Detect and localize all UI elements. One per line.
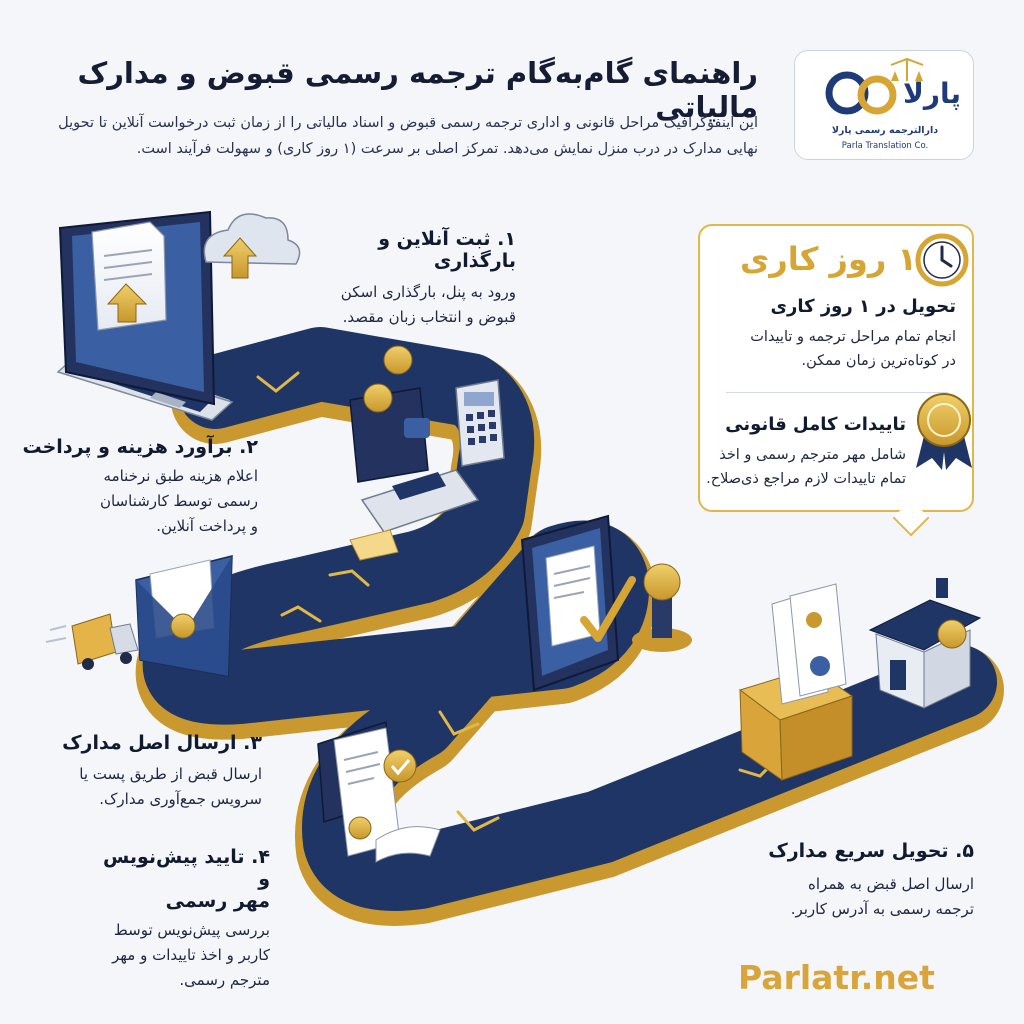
calculator-icon	[455, 379, 505, 467]
step-3-desc-line-1: ارسال قبض از طریق پست یا	[79, 765, 262, 783]
callout-item-2-desc-line-1: شامل مهر مترجم رسمی و اخذ	[719, 447, 906, 463]
laptop-upload-icon	[56, 210, 234, 421]
logo-emblem-icon	[825, 57, 924, 115]
step-5-desc-line-1: ارسال اصل قبض به همراه	[808, 875, 974, 893]
step-4: ۴. تایید پیش‌نویس و مهر رسمی بررسی پیش‌ن…	[96, 846, 270, 993]
step-3: ۳. ارسال اصل مدارک ارسال قبض از طریق پست…	[40, 732, 262, 812]
callout-item-1-title: تحویل در ۱ روز کاری	[770, 296, 956, 317]
certified-badge-icon	[916, 393, 972, 470]
callout-item-2-desc-line-2: تمام تاییدات لازم مراجع ذی‌صلاح.	[706, 471, 906, 487]
callout-item-2-title: تاییدات کامل قانونی	[725, 414, 906, 435]
house-icon	[868, 578, 982, 709]
step-5: ۵. تحویل سریع مدارک ارسال اصل قبض به همر…	[752, 840, 974, 922]
step-4-desc-line-2: کاربر و اخذ تاییدات و مهر	[112, 946, 270, 964]
step-3-title: ۳. ارسال اصل مدارک	[62, 732, 262, 754]
step-1: ۱. ثبت آنلاین و بارگذاری ورود به پنل، با…	[300, 228, 516, 330]
brand-logo: پارلا دارالترجمه رسمی پارلا Parla Transl…	[794, 50, 974, 160]
cloud-upload-icon	[203, 213, 301, 279]
delivery-box-icon	[738, 583, 854, 781]
step-2-desc-line-1: اعلام هزینه طبق نرخنامه	[103, 467, 258, 485]
page-title: راهنمای گام‌به‌گام ترجمه رسمی قبوض و مدا…	[77, 56, 759, 124]
step-4-desc-line-1: بررسی پیش‌نویس توسط	[113, 921, 270, 939]
delivery-truck-icon	[45, 613, 139, 670]
step-5-title: ۵. تحویل سریع مدارک	[768, 840, 974, 862]
wallet-icon	[349, 345, 430, 483]
one-business-day-label: ۱ روز کاری	[740, 240, 917, 278]
signed-document-icon	[317, 720, 441, 863]
step-1-desc-line-2: قبوض و انتخاب زبان مقصد.	[342, 308, 516, 326]
step-4-title-line-2: مهر رسمی	[165, 890, 270, 912]
logo-english-name: Parla Translation Co.	[841, 141, 929, 151]
step-5-desc-line-2: ترجمه رسمی به آدرس کاربر.	[790, 900, 974, 918]
card-reader-icon	[349, 469, 480, 561]
step-4-desc-line-3: مترجم رسمی.	[179, 971, 270, 989]
callout-item-1: تحویل در ۱ روز کاری انجام تمام مراحل ترج…	[716, 296, 956, 373]
official-stamp-icon	[632, 563, 692, 652]
step-2-desc-line-3: و پرداخت آنلاین.	[156, 517, 258, 535]
callout-item-1-desc-line-2: در کوتاه‌ترین زمان ممکن.	[801, 353, 956, 369]
tablet-approval-icon	[520, 514, 636, 692]
envelope-icon	[135, 555, 233, 677]
clock-icon	[915, 233, 969, 287]
step-4-title-line-1: ۴. تایید پیش‌نویس و	[103, 846, 270, 890]
step-2: ۲. برآورد هزینه و پرداخت اعلام هزینه طبق…	[22, 436, 259, 539]
step-1-desc-line-1: ورود به پنل، بارگذاری اسکن	[340, 283, 516, 301]
callout-item-1-desc-line-1: انجام تمام مراحل ترجمه و تاییدات	[750, 329, 956, 345]
website-url[interactable]: Parlatr.net	[738, 958, 935, 997]
logo-brand-text: پارلا	[903, 77, 961, 110]
step-3-desc-line-2: سرویس جمع‌آوری مدارک.	[99, 790, 262, 808]
road-markings	[256, 371, 780, 832]
callout-item-2: تاییدات کامل قانونی شامل مهر مترجم رسمی …	[706, 414, 906, 491]
step-1-title: ۱. ثبت آنلاین و بارگذاری	[378, 228, 516, 272]
logo-tagline: دارالترجمه رسمی پارلا	[831, 125, 939, 136]
step-2-title: ۲. برآورد هزینه و پرداخت	[22, 436, 259, 458]
callout-divider	[726, 392, 948, 393]
step-2-desc-line-2: رسمی توسط کارشناسان	[99, 492, 258, 510]
intro-paragraph: این اینفوگرافیک مراحل قانونی و اداری ترج…	[58, 115, 758, 157]
